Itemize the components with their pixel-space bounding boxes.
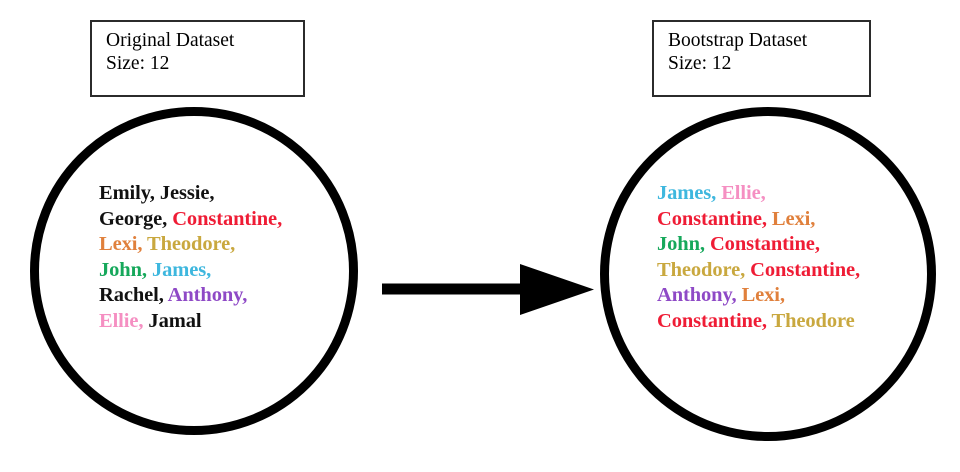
name-separator: ,	[137, 233, 148, 256]
name-separator: ,	[141, 258, 152, 281]
name-separator: ,	[699, 233, 710, 256]
name-separator: ,	[731, 284, 742, 307]
name-separator: ,	[230, 233, 236, 256]
name-line: George, Constantine,	[99, 207, 282, 233]
name-separator: ,	[138, 309, 149, 332]
name-token: George	[99, 207, 163, 230]
name-line: Constantine, Theodore	[657, 309, 860, 335]
name-separator: ,	[760, 182, 766, 204]
original-dataset-size: Size: 12	[106, 53, 170, 74]
name-separator: ,	[162, 207, 173, 230]
name-token: Jamal	[148, 309, 202, 332]
original-dataset-circle	[30, 107, 358, 435]
name-separator: ,	[206, 258, 212, 281]
name-token: James	[151, 258, 207, 281]
name-line: Theodore, Constantine,	[657, 258, 860, 284]
name-line: Lexi, Theodore,	[99, 232, 282, 258]
name-separator: ,	[810, 207, 816, 230]
name-token: Anthony	[657, 284, 732, 307]
name-separator: ,	[855, 258, 861, 281]
name-token: Theodore	[771, 309, 855, 332]
name-separator: ,	[277, 207, 283, 230]
name-separator: ,	[711, 182, 722, 204]
name-line: Constantine, Lexi,	[657, 207, 860, 233]
right-arrow-icon	[382, 262, 594, 318]
name-token: John	[99, 258, 142, 281]
name-line: Anthony, Lexi,	[657, 283, 860, 309]
bootstrap-dataset-name-list: James, Ellie,Constantine, Lexi,John, Con…	[657, 181, 860, 335]
name-token: Rachel	[99, 284, 159, 307]
name-separator: ,	[149, 182, 160, 204]
name-token: Jessie	[159, 182, 210, 204]
name-token: Ellie	[721, 182, 761, 204]
name-token: Constantine	[750, 258, 856, 281]
name-token: Lexi	[741, 284, 780, 307]
name-line: Emily, Jessie,	[99, 181, 282, 207]
name-line: Ellie, Jamal	[99, 309, 282, 335]
name-separator: ,	[814, 233, 820, 256]
name-token: Lexi	[99, 233, 138, 256]
name-separator: ,	[779, 284, 785, 307]
name-separator: ,	[158, 284, 168, 307]
bootstrap-dataset-title: Bootstrap Dataset	[668, 30, 808, 51]
name-token: Theodore	[147, 233, 231, 256]
original-dataset-title: Original Dataset	[106, 30, 235, 51]
bootstrap-dataset-circle	[600, 107, 936, 441]
name-line: John, Constantine,	[657, 232, 860, 258]
name-token: Constantine	[657, 309, 762, 332]
name-line: John, James,	[99, 258, 282, 284]
name-token: Constantine	[172, 207, 278, 230]
bootstrap-dataset-label-box: Bootstrap Dataset Size: 12	[652, 20, 871, 97]
name-token: Ellie	[99, 309, 139, 332]
name-separator: ,	[242, 284, 248, 307]
name-separator: ,	[761, 207, 772, 230]
original-dataset-name-list: Emily, Jessie,George, Constantine,Lexi, …	[99, 181, 282, 335]
original-dataset-label-box: Original Dataset Size: 12	[90, 20, 305, 97]
name-token: Constantine	[709, 233, 815, 256]
name-token: Emily	[99, 182, 150, 204]
name-token: Lexi	[771, 207, 811, 230]
name-separator: ,	[761, 309, 772, 332]
name-token: Theodore	[657, 258, 741, 281]
name-separator: ,	[740, 258, 751, 281]
name-line: James, Ellie,	[657, 181, 860, 207]
name-token: John	[657, 233, 700, 256]
bootstrap-dataset-size: Size: 12	[668, 53, 732, 74]
name-line: Rachel, Anthony,	[99, 283, 282, 309]
name-token: James	[657, 182, 712, 204]
name-token: Anthony	[167, 284, 243, 307]
name-separator: ,	[209, 182, 215, 204]
name-token: Constantine	[657, 207, 762, 230]
